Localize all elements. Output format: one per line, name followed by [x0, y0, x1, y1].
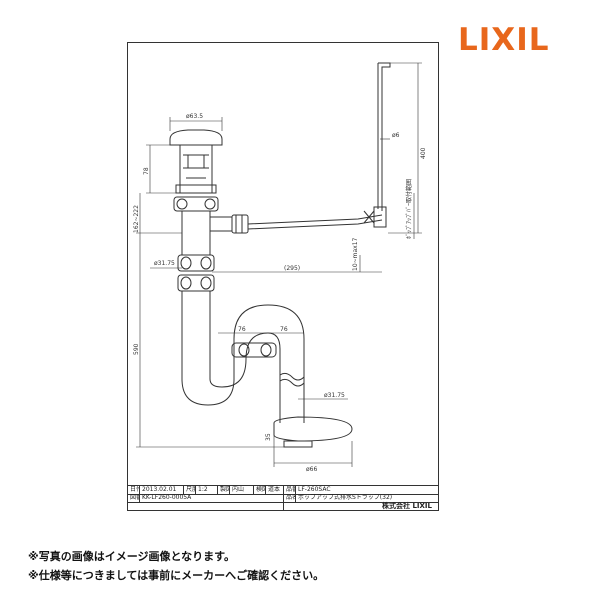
- note-image: ※写真の画像はイメージ画像となります。: [28, 550, 236, 563]
- dim-78: 78: [143, 167, 150, 175]
- dim-pipe-dia-b: ø31.75: [324, 392, 345, 399]
- dim-rod-dia: ø6: [392, 132, 400, 139]
- drain-trap-drawing: ø63.5 ø6 78 162~222 400 ﾎﾞｯﾌﾟｱｯﾌﾟﾊﾞｰ取付範囲…: [133, 62, 427, 473]
- tb-name-label: 品番: [284, 486, 296, 494]
- tb-scale-label: 尺度: [184, 486, 196, 494]
- pivot-rod: [247, 214, 383, 225]
- dim-link-range: ﾎﾞｯﾌﾟｱｯﾌﾟﾊﾞｰ取付範囲: [405, 179, 413, 239]
- dim-400: 400: [420, 147, 427, 159]
- tb-drawn-label: 製図: [218, 486, 230, 494]
- dim-35: 35: [265, 433, 272, 441]
- dim-295: (295): [284, 265, 300, 272]
- tb-scale: 1:2: [196, 486, 218, 494]
- note-spec: ※仕様等につきましては事前にメーカーへご確認ください。: [28, 569, 325, 582]
- tb-checked-label: 検図: [254, 486, 266, 494]
- dim-cap-dia: ø63.5: [186, 113, 203, 120]
- lift-rod: [378, 62, 391, 211]
- tb-blank: [128, 502, 284, 510]
- lixil-logo: LIXIL: [458, 22, 550, 58]
- dim-flange-dia: ø66: [306, 466, 317, 473]
- tb-company: 株式会社 LIXIL: [382, 502, 432, 510]
- tb-date: 2013.02.01: [140, 486, 184, 494]
- floor-flange: [273, 416, 353, 442]
- tb-checked: 道本: [266, 486, 284, 494]
- popup-cap: [169, 129, 223, 146]
- dim-162-222: 162~222: [133, 205, 140, 233]
- tb-drawing-label: 図番: [128, 494, 140, 502]
- drain-body: [179, 144, 213, 194]
- technical-drawing-sheet: ø63.5 ø6 78 162~222 400 ﾎﾞｯﾌﾟｱｯﾌﾟﾊﾞｰ取付範囲…: [127, 42, 439, 511]
- trap-lower-bend: [181, 304, 305, 406]
- tb-drawn: 内山: [230, 486, 254, 494]
- dim-pipe-dia: ø31.75: [154, 260, 175, 267]
- dim-590: 590: [133, 343, 140, 355]
- tb-product-code: LF-260SAC: [298, 486, 331, 493]
- dim-76b: 76: [280, 326, 288, 333]
- title-block: 日付 2013.02.01 尺度 1:2 製図 内山 検図 道本 品番 LF-2…: [128, 485, 438, 511]
- dim-76a: 76: [238, 326, 246, 333]
- tb-product-name: ポップアップ式排水Sトラップ(32): [298, 494, 393, 501]
- tb-drawing-no: KK-LF260-0005A: [140, 494, 284, 502]
- dim-lever: 10~max17: [352, 237, 359, 271]
- tb-date-label: 日付: [128, 486, 140, 494]
- tb-product-name-label: 品名: [284, 494, 296, 502]
